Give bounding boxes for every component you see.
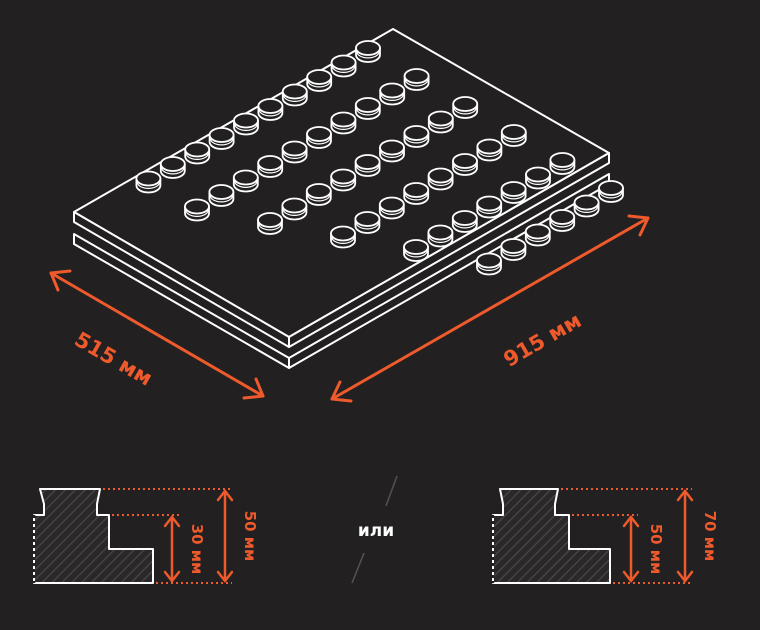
- profile-2-outer-arrow-top: [676, 489, 694, 502]
- panel-boss: [354, 211, 381, 234]
- panel-boss: [379, 82, 406, 106]
- panel-boss: [403, 239, 429, 262]
- panel-boss: [403, 125, 430, 148]
- length-dimension-line: [330, 216, 650, 401]
- panel-boss: [306, 69, 333, 92]
- panel-boss: [159, 156, 186, 179]
- profile-1: 30 мм 50 мм: [32, 488, 259, 584]
- panel-boss: [573, 194, 600, 218]
- panel-boss: [330, 168, 357, 192]
- separator-line-top: [385, 475, 398, 507]
- profile-1-outer-arrow-bottom: [216, 570, 234, 583]
- separator: или: [351, 475, 398, 584]
- panel-boss: [354, 97, 381, 120]
- profile-1-inner-arrow-top: [163, 515, 181, 528]
- insulation-panel-drawing: [73, 28, 624, 369]
- panel-boss: [524, 223, 551, 247]
- width-dimension: [49, 269, 265, 400]
- profile-2-inner-arrow-top: [622, 515, 640, 528]
- panel-boss: [598, 180, 624, 203]
- panel-boss: [476, 252, 502, 276]
- panel-boss: [403, 68, 430, 91]
- width-arrowhead-start: [49, 269, 72, 292]
- width-arrowhead-end: [242, 377, 265, 400]
- length-dimension: [330, 214, 650, 403]
- panel-boss: [135, 170, 162, 194]
- panel-boss: [184, 141, 211, 165]
- panel-boss: [427, 224, 454, 248]
- panel-boss: [330, 225, 356, 249]
- panel-boss: [354, 154, 381, 177]
- panel-boss: [257, 212, 283, 235]
- panel-boss: [403, 182, 430, 205]
- profile-1-inner-arrow-bottom: [163, 570, 181, 583]
- panel-boss: [330, 54, 357, 78]
- profile-1-outer-label: 50 мм: [241, 511, 259, 562]
- panel-boss: [379, 139, 405, 163]
- panel-boss: [427, 110, 454, 134]
- panel-boss: [427, 167, 454, 191]
- profile-2-inner-arrow-bottom: [622, 570, 640, 583]
- panel-boss: [305, 183, 332, 206]
- length-arrowhead-end: [627, 214, 650, 237]
- panel-boss: [306, 126, 332, 149]
- panel-boss: [549, 209, 576, 232]
- panel-boss: [378, 196, 405, 220]
- panel-boss: [500, 181, 527, 204]
- panel-upper-side-right: [288, 152, 610, 348]
- panel-boss: [257, 155, 284, 178]
- panel-boss: [281, 140, 308, 164]
- profile-2-inner-label: 50 мм: [647, 524, 665, 575]
- panel-boss: [281, 197, 308, 221]
- width-label: 515 мм: [70, 327, 156, 391]
- panel-boss: [232, 169, 259, 193]
- panel-boss: [257, 98, 284, 121]
- panel-boss: [525, 166, 551, 190]
- profile-1-inner-label: 30 мм: [188, 524, 206, 575]
- length-arrowhead-start: [330, 380, 353, 403]
- profile-1-outer-arrow-top: [216, 489, 234, 502]
- profile-2-section: [492, 488, 611, 584]
- panel-boss: [281, 83, 308, 107]
- profile-2-outer-arrow-bottom: [676, 570, 694, 583]
- panel-boss: [452, 153, 478, 176]
- panel-boss: [500, 124, 527, 147]
- separator-label: или: [358, 521, 394, 541]
- panel-boss: [476, 195, 503, 219]
- panel-boss: [549, 152, 576, 175]
- length-label: 915 мм: [499, 308, 585, 372]
- panel-boss: [500, 238, 527, 261]
- panel-boss: [355, 40, 381, 63]
- profile-2-outer-label: 70 мм: [701, 511, 719, 562]
- panel-boss: [330, 111, 357, 135]
- panel-boss: [451, 210, 478, 233]
- panel-boss: [476, 138, 503, 162]
- profile-1-section: [33, 488, 154, 584]
- panel-boss: [184, 198, 210, 222]
- panel-boss: [233, 112, 259, 136]
- panel-bosses: [135, 40, 624, 276]
- separator-line-bottom: [351, 552, 365, 584]
- panel-boss: [208, 127, 235, 150]
- width-dimension-line: [49, 271, 265, 398]
- panel-boss: [208, 184, 235, 207]
- profile-2: 50 мм 70 мм: [491, 488, 719, 584]
- panel-boss: [452, 96, 479, 119]
